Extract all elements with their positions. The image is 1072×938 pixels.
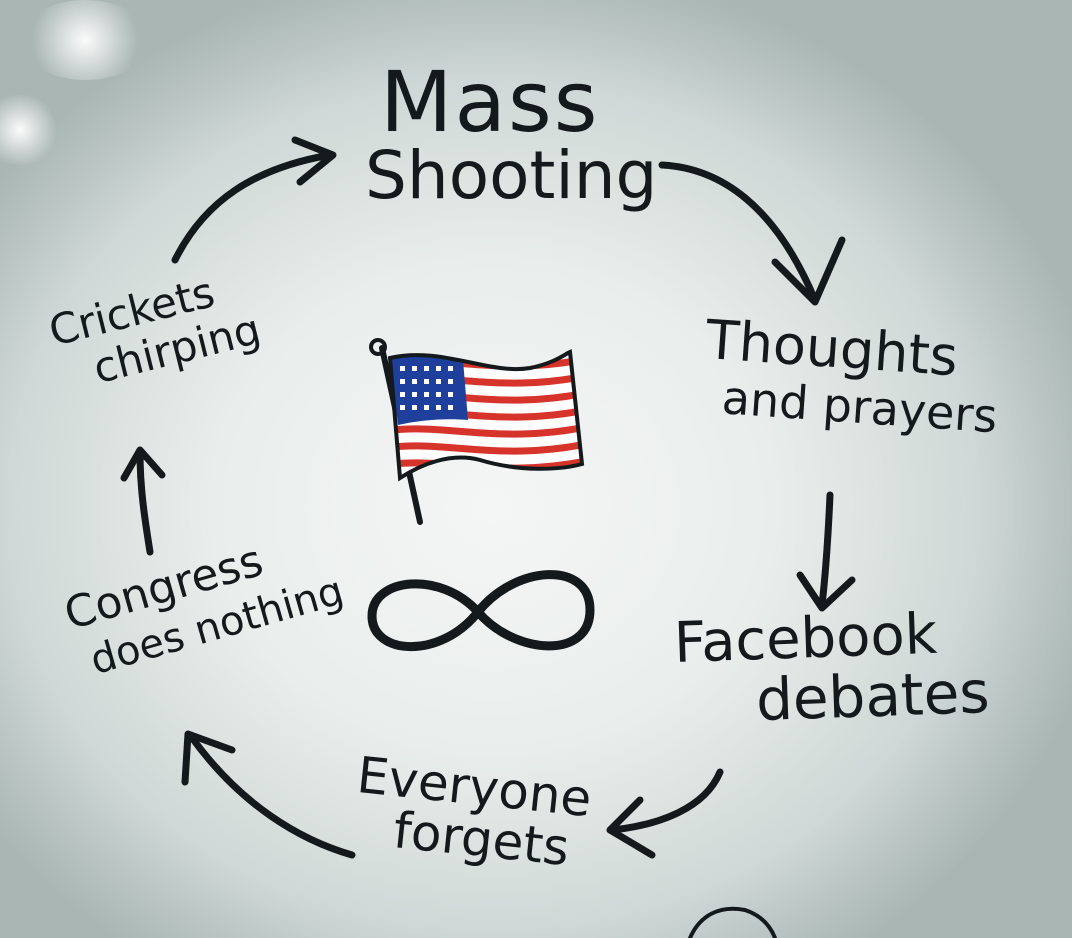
flag-star (436, 379, 441, 384)
flag-star (424, 405, 429, 410)
mass-shooting-line2: Shooting (365, 136, 658, 214)
flag-star (412, 366, 417, 371)
flag-star (400, 379, 405, 384)
flag-star (448, 379, 453, 384)
arrow-to-mass-shooting (171, 136, 337, 264)
arrow-to-thoughts (658, 161, 846, 306)
arrow-to-congress (181, 730, 356, 859)
flag-star (424, 366, 429, 371)
arrow-to-facebook (796, 491, 856, 612)
flag-star (400, 392, 405, 397)
flag-star (412, 392, 417, 397)
flag-star (436, 405, 441, 410)
flag-star (400, 405, 405, 410)
partial-doodle (688, 906, 777, 938)
flag-star (412, 379, 417, 384)
flag-star (448, 405, 453, 410)
arrow-to-everyone (606, 768, 724, 859)
flag-star (448, 392, 453, 397)
flag-star (412, 405, 417, 410)
flag-star (448, 366, 453, 371)
flag-star (436, 366, 441, 371)
arrow-to-crickets (120, 446, 166, 556)
flag-star (400, 366, 405, 371)
flag-star (436, 392, 441, 397)
flag-star (424, 392, 429, 397)
flag-stripe (390, 437, 582, 455)
light-glare (20, 0, 150, 80)
flag-stripe (390, 420, 582, 438)
flag-star (424, 379, 429, 384)
mass-shooting-line1: Mass (380, 53, 600, 151)
mass-shooting-label: Mass Shooting (365, 53, 658, 214)
